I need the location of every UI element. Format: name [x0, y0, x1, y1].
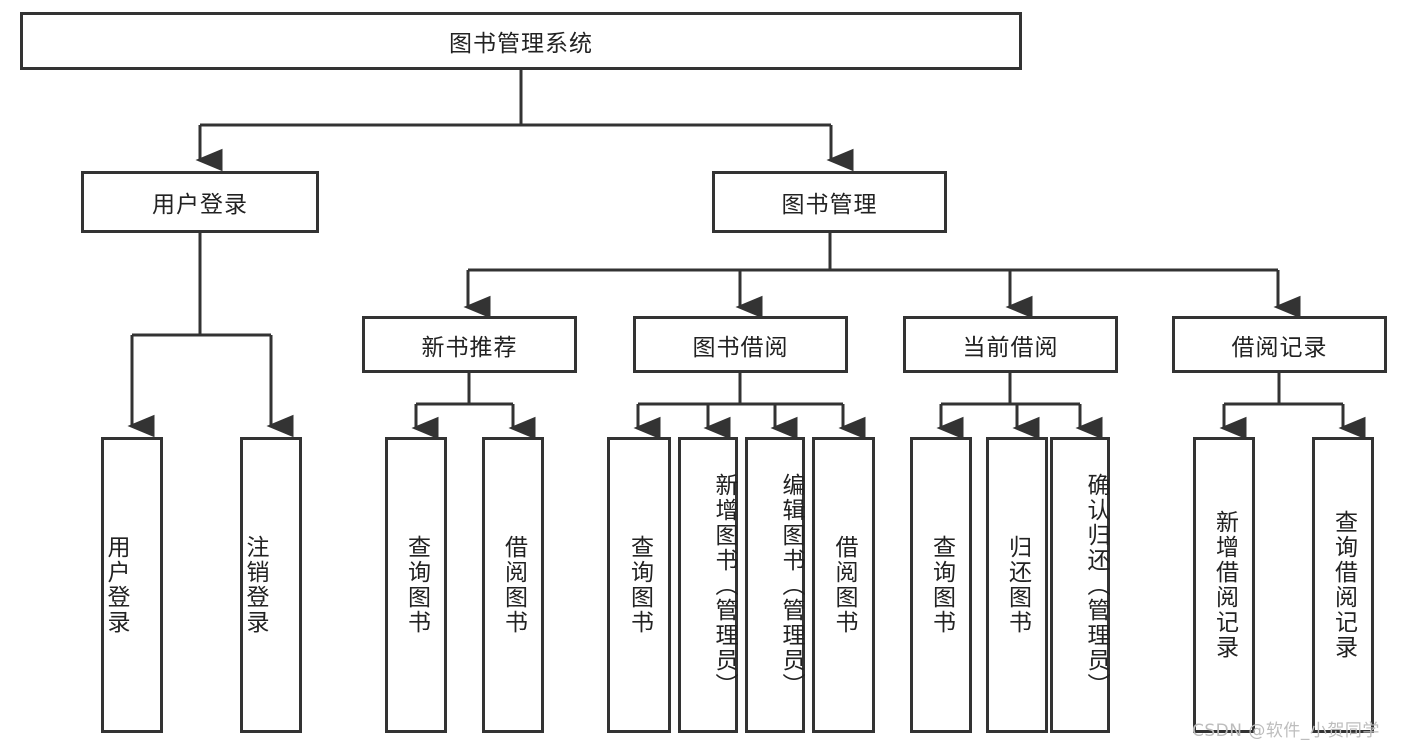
node-leaf-query-book-rec[interactable]: 查询图书 [385, 437, 447, 733]
node-leaf-logout[interactable]: 注销登录 [240, 437, 302, 733]
node-leaf-query-book-borrow[interactable]: 查询图书 [607, 437, 671, 733]
node-leaf-borrow-book-rec[interactable]: 借阅图书 [482, 437, 544, 733]
node-borrow-records[interactable]: 借阅记录 [1172, 316, 1387, 373]
node-leaf-borrow-book[interactable]: 借阅图书 [812, 437, 875, 733]
node-leaf-user-login[interactable]: 用户登录 [101, 437, 163, 733]
node-leaf-edit-book-admin[interactable]: 编辑图书（管理员） [745, 437, 805, 733]
node-book-manage[interactable]: 图书管理 [712, 171, 947, 233]
node-root-title[interactable]: 图书管理系统 [20, 12, 1022, 70]
node-leaf-add-borrow-record[interactable]: 新增借阅记录 [1193, 437, 1255, 733]
csdn-watermark: CSDN @软件_小贺同学 [1192, 721, 1380, 741]
node-current-borrow[interactable]: 当前借阅 [903, 316, 1118, 373]
node-leaf-add-book-admin[interactable]: 新增图书（管理员） [678, 437, 738, 733]
node-leaf-query-book-cur[interactable]: 查询图书 [910, 437, 972, 733]
node-new-book-rec[interactable]: 新书推荐 [362, 316, 577, 373]
node-leaf-confirm-return-admin[interactable]: 确认归还（管理员） [1050, 437, 1110, 733]
node-user-login[interactable]: 用户登录 [81, 171, 319, 233]
node-leaf-query-borrow-record[interactable]: 查询借阅记录 [1312, 437, 1374, 733]
node-book-borrow[interactable]: 图书借阅 [633, 316, 848, 373]
node-leaf-return-book[interactable]: 归还图书 [986, 437, 1048, 733]
